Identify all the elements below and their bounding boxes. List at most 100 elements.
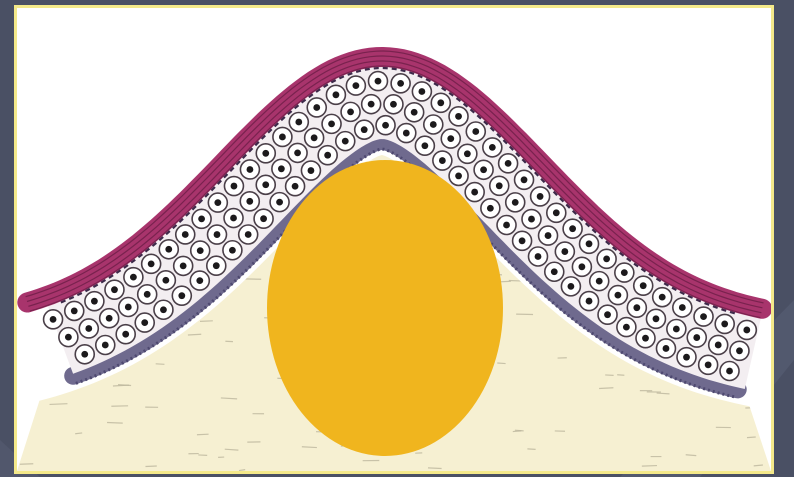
cell-nucleus [230,215,237,222]
cell-nucleus [586,298,593,305]
cell-nucleus [421,142,428,149]
cell-nucleus [437,99,444,106]
cell-nucleus [633,304,640,311]
cell-nucleus [430,121,437,128]
cell-nucleus [245,231,252,238]
cell-nucleus [260,215,267,222]
cell-nucleus [561,248,568,255]
cell-nucleus [130,274,137,281]
cell-nucleus [551,268,558,275]
cell-nucleus [640,282,647,289]
cell-nucleus [403,130,410,137]
cell-nucleus [308,167,315,174]
cell-nucleus [447,135,454,142]
cell-nucleus [569,225,576,232]
cell-nucleus [545,232,552,239]
cell-nucleus [276,199,283,206]
cell-nucleus [653,315,660,322]
cell-nucleus [361,126,368,133]
cell-nucleus [352,82,359,89]
cell-nucleus [144,291,151,298]
cell-nucleus [102,342,109,349]
cell-nucleus [471,189,478,196]
cell-nucleus [262,181,269,188]
cell-nucleus [503,222,510,229]
cell-nucleus [621,269,628,276]
cell-nucleus [111,286,118,293]
cell-nucleus [603,255,610,262]
cell-nucleus [313,104,320,111]
follicle-diagram [17,8,771,471]
cell-nucleus [623,324,630,331]
cell-nucleus [535,253,542,260]
cell-nucleus [455,113,462,120]
cell-nucleus [180,263,187,270]
cell-nucleus [596,278,603,285]
cell-nucleus [397,80,404,87]
cell-nucleus [279,134,286,141]
cell-nucleus [125,304,132,311]
cell-nucleus [455,173,462,180]
cell-nucleus [693,334,700,341]
cell-nucleus [262,150,269,157]
cell-nucleus [553,209,560,216]
cell-nucleus [122,331,129,338]
cell-nucleus [586,240,593,247]
cell-nucleus [311,134,318,141]
cell-nucleus [505,160,512,167]
cell-nucleus [683,354,690,361]
cell-nucleus [198,215,205,222]
cell-nucleus [324,152,331,159]
cell-nucleus [642,335,649,342]
cell-nucleus [579,263,586,270]
cell-nucleus [480,166,487,173]
cell-nucleus [659,294,666,301]
cell-nucleus [229,247,236,254]
cell-nucleus [342,138,349,145]
cell-nucleus [700,313,707,320]
cell-nucleus [213,262,220,269]
cell-nucleus [382,122,389,129]
cell-nucleus [528,216,535,223]
cell-nucleus [604,311,611,318]
cell-nucleus [615,292,622,299]
cell-nucleus [519,237,526,244]
cell-nucleus [333,91,340,98]
cell-nucleus [178,292,185,299]
cell-nucleus [292,183,299,190]
cell-nucleus [247,166,254,173]
cell-nucleus [106,315,113,322]
cell-nucleus [679,304,686,311]
cell-nucleus [71,308,78,315]
cell-nucleus [85,325,92,332]
cell-nucleus [375,78,382,85]
cell-nucleus [439,157,446,164]
cell-nucleus [278,165,285,172]
cell-nucleus [196,277,203,284]
cell-nucleus [50,316,57,323]
cell-nucleus [464,150,471,157]
cell-nucleus [294,149,301,156]
cell-nucleus [148,260,155,267]
cell-nucleus [411,109,418,116]
cell-nucleus [472,128,479,135]
cell-nucleus [673,326,680,333]
cell-nucleus [496,182,503,189]
cell-nucleus [567,283,574,290]
cell-nucleus [231,183,238,190]
cell-nucleus [160,306,167,313]
cell-nucleus [81,351,88,358]
cell-nucleus [246,198,253,205]
cell-nucleus [162,277,169,284]
cell-nucleus [521,176,528,183]
cell-nucleus [65,334,72,341]
cell-nucleus [295,119,302,126]
cell-nucleus [663,345,670,352]
cell-nucleus [537,193,544,200]
cell-nucleus [512,199,519,206]
cell-nucleus [418,88,425,95]
cell-nucleus [214,199,221,206]
cell-nucleus [214,231,221,238]
cell-nucleus [487,205,494,212]
cell-nucleus [736,347,743,354]
